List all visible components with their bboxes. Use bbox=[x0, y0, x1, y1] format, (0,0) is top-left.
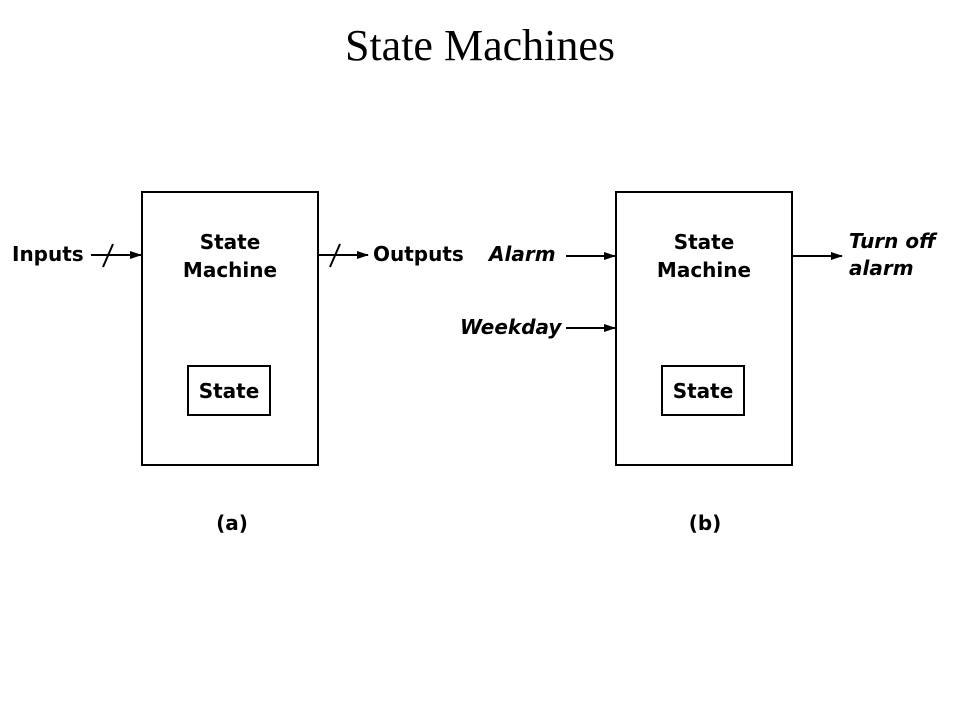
turn-off-label-line1: Turn off bbox=[849, 229, 938, 253]
machine-label-line1-b: State bbox=[674, 230, 735, 254]
state-machine-box-a bbox=[141, 191, 319, 466]
outputs-label: Outputs bbox=[373, 242, 464, 266]
outputs-bus-slash bbox=[329, 243, 341, 268]
state-machine-box-b bbox=[615, 191, 793, 466]
slide-title: State Machines bbox=[344, 21, 616, 70]
inputs-label: Inputs bbox=[12, 242, 84, 266]
state-label-b: State bbox=[673, 379, 734, 403]
weekday-label: Weekday bbox=[460, 315, 562, 339]
inputs-bus-slash bbox=[102, 243, 114, 268]
machine-label-line2-a: Machine bbox=[183, 258, 277, 282]
diagram-a: State Machine State Inputs Outputs (a) bbox=[12, 191, 464, 535]
diagram-b: State Machine State Alarm Weekday Turn o… bbox=[460, 191, 938, 535]
state-box-a bbox=[187, 365, 271, 416]
machine-label-line2-b: Machine bbox=[657, 258, 751, 282]
state-box-b bbox=[661, 365, 745, 416]
caption-b: (b) bbox=[689, 511, 722, 535]
turn-off-label-line2: alarm bbox=[849, 256, 914, 280]
alarm-label: Alarm bbox=[487, 242, 556, 266]
state-label-a: State bbox=[199, 379, 260, 403]
machine-label-line1-a: State bbox=[200, 230, 261, 254]
caption-a: (a) bbox=[216, 511, 248, 535]
